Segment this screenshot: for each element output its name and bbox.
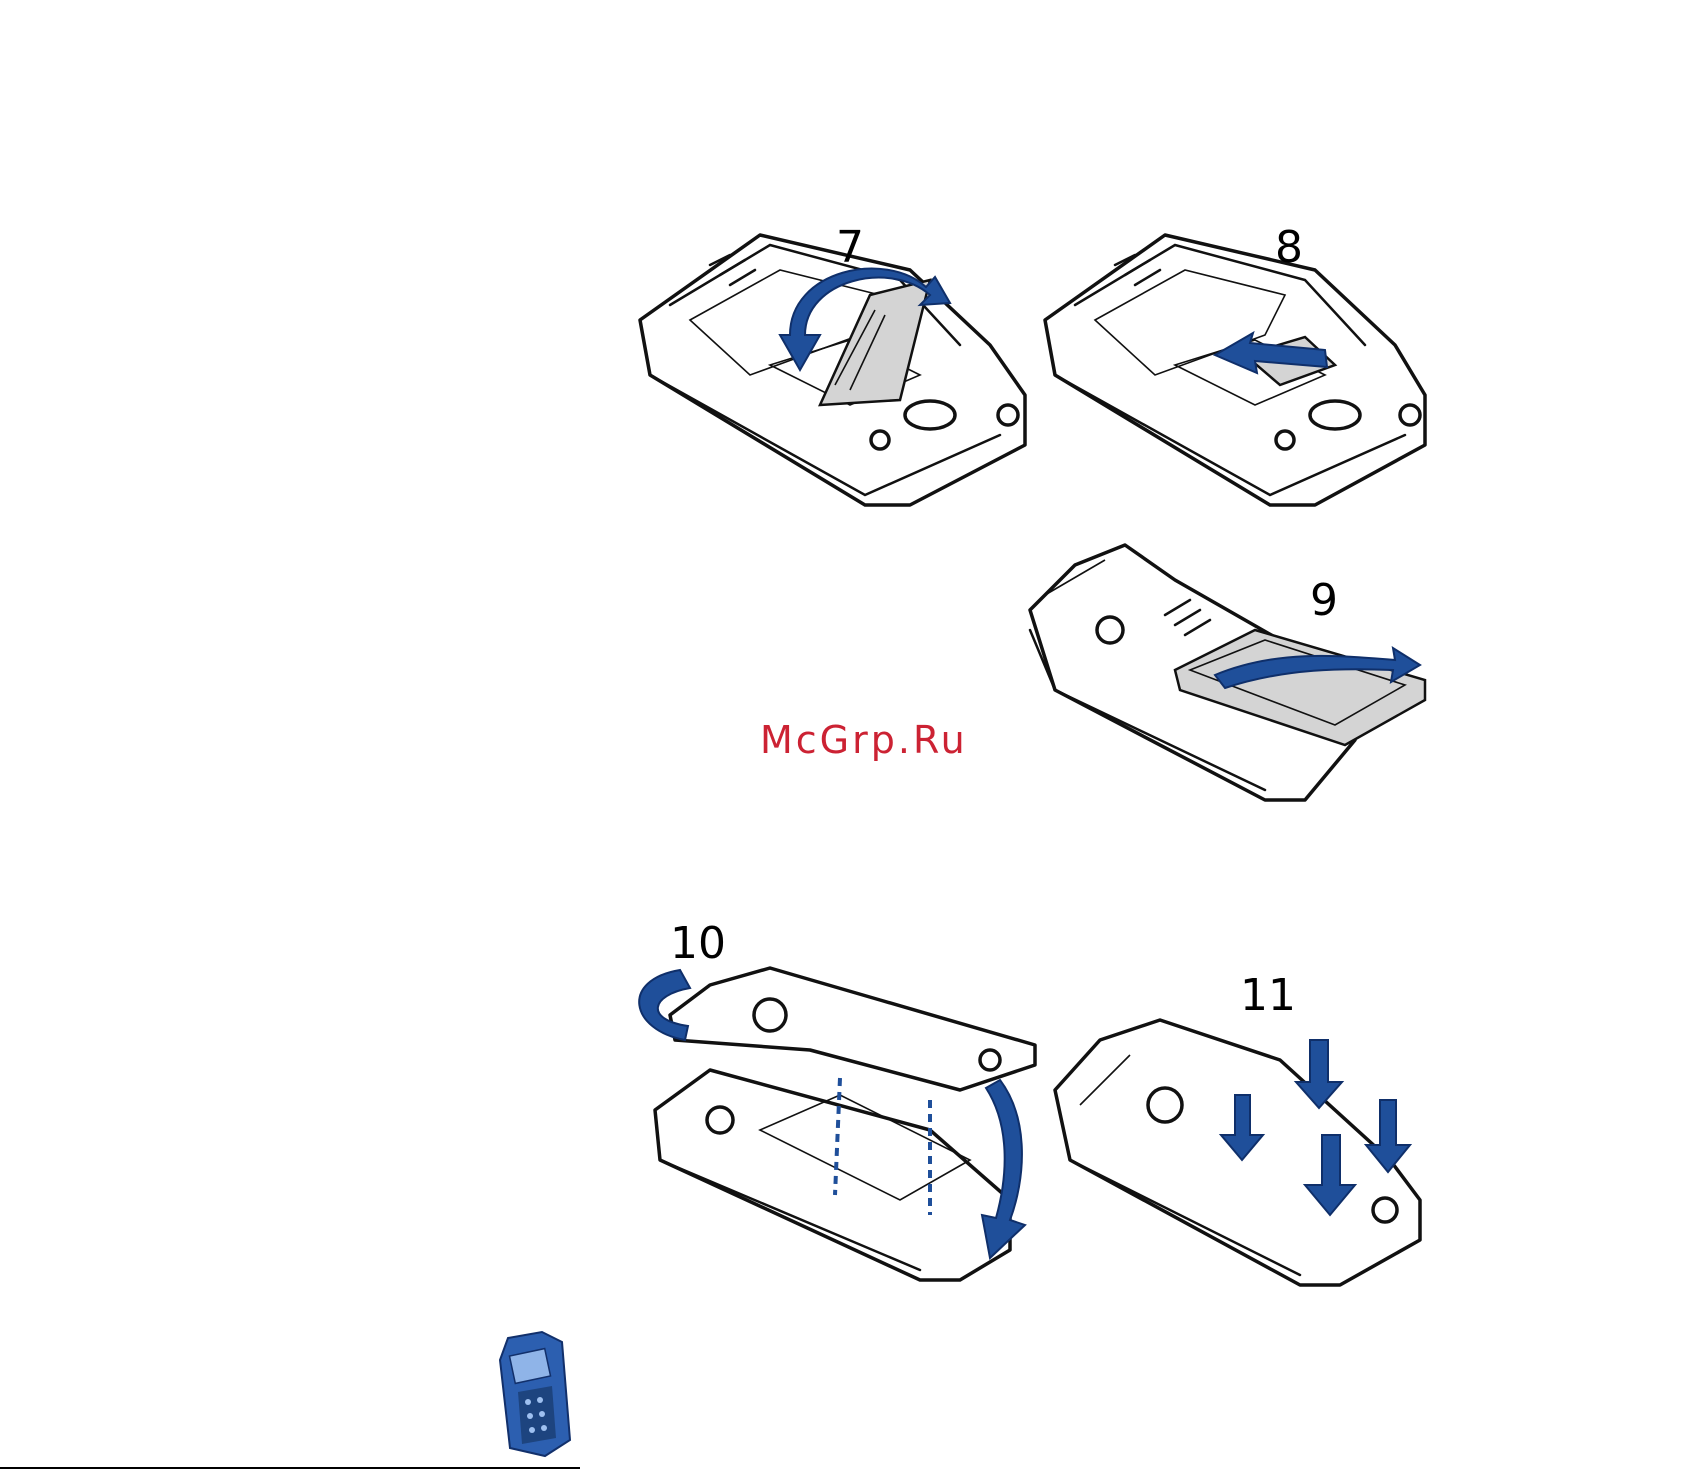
phone-thumbnail-icon <box>490 1330 575 1460</box>
phone-sim-slide-drawing <box>1035 225 1435 510</box>
step-number-9: 9 <box>1310 575 1338 626</box>
phone-cover-press-drawing <box>1050 1010 1430 1290</box>
step-9-illustration <box>1015 540 1435 810</box>
phone-cover-attach-drawing <box>630 960 1050 1285</box>
watermark: McGrp.Ru <box>760 718 968 762</box>
phone-open-sim-holder-drawing <box>630 225 1040 510</box>
step-number-10: 10 <box>670 918 726 969</box>
step-number-11: 11 <box>1240 970 1296 1021</box>
step-11-illustration <box>1050 1010 1430 1290</box>
step-10-illustration <box>630 960 1050 1285</box>
step-number-7: 7 <box>836 222 864 273</box>
step-7-illustration <box>630 225 1040 510</box>
step-8-illustration <box>1035 225 1435 510</box>
step-number-8: 8 <box>1275 222 1303 273</box>
footer-divider <box>0 1467 580 1469</box>
phone-battery-insert-drawing <box>1015 540 1435 810</box>
